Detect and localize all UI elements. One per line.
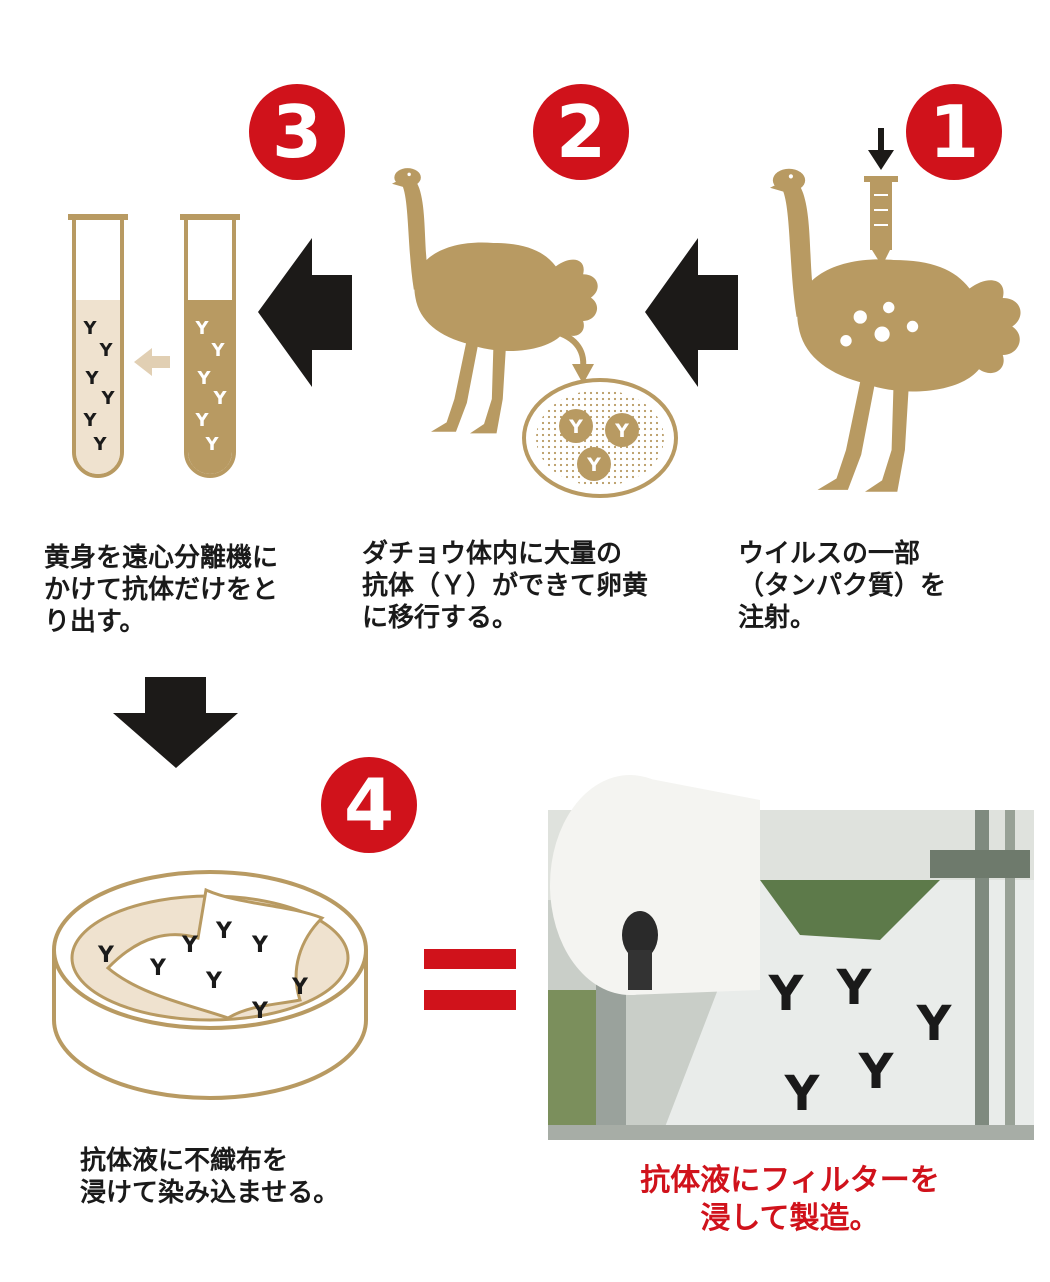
step-2-caption: ダチョウ体内に大量の 抗体（Ｙ）ができて卵黄 に移行する。 (362, 539, 649, 633)
filter-production-photo (548, 775, 1034, 1140)
antibody-y: Y (586, 454, 601, 476)
antibody-y: Y (614, 420, 629, 442)
antibody-symbols: Y Y Y Y Y Y Y Y (97, 919, 309, 1024)
antibody-y: Y (210, 340, 225, 361)
antibody-y: Y (836, 960, 873, 1016)
antibody-y: Y (181, 933, 199, 958)
antibody-y: Y (194, 318, 209, 339)
antibody-y: Y (98, 340, 113, 361)
step-1-caption: ウイルスの一部 （タンパク質）を 注射。 (738, 539, 947, 633)
antibody-y: Y (916, 996, 953, 1052)
antibody-y: Y (100, 388, 115, 409)
test-tube-icon (68, 214, 128, 478)
ostrich-injected-icon (770, 168, 1021, 492)
step-badge-4: 4 (321, 757, 417, 853)
curved-arrow-icon (547, 327, 587, 369)
antibody-y: Y (251, 999, 269, 1024)
antibody-symbols: Y Y Y Y Y Y (82, 318, 115, 455)
process-arrow-icon (645, 238, 738, 387)
antibody-y: Y (82, 410, 97, 431)
process-arrow-down-icon (113, 677, 238, 768)
antibody-symbols: Y Y Y Y Y (768, 960, 953, 1122)
step-badge-2: 2 (533, 84, 629, 180)
petri-dish-icon (52, 870, 368, 1100)
small-arrow-icon (134, 348, 170, 376)
antibody-y: Y (251, 933, 269, 958)
antibody-y: Y (84, 368, 99, 389)
result-caption: 抗体液にフィルターを 浸して製造。 (640, 1163, 940, 1236)
antibody-y: Y (194, 410, 209, 431)
antibody-y: Y (204, 434, 219, 455)
antibody-y: Y (568, 416, 583, 438)
antibody-y: Y (205, 969, 223, 994)
antibody-y: Y (291, 975, 309, 1000)
antibody-y: Y (149, 956, 167, 981)
test-tube-icon (180, 214, 240, 478)
step-3-caption: 黄身を遠心分離機に かけて抗体だけをと り出す。 (44, 543, 279, 637)
antibody-y: Y (858, 1044, 895, 1100)
step-badge-3: 3 (249, 84, 345, 180)
antibody-y: Y (768, 966, 805, 1022)
antibody-y: Y (92, 434, 107, 455)
antibody-y: Y (784, 1066, 821, 1122)
step-badge-1: 1 (906, 84, 1002, 180)
antibody-y: Y (212, 388, 227, 409)
antibody-y: Y (82, 318, 97, 339)
egg-yolk-icon (522, 378, 678, 498)
process-arrow-icon (258, 238, 352, 387)
syringe-icon (854, 128, 906, 292)
step-4-caption: 抗体液に不織布を 浸けて染み込ませる。 (80, 1146, 340, 1208)
antibody-y: Y (196, 368, 211, 389)
antibody-y: Y (215, 919, 233, 944)
antibody-symbols: Y Y Y Y Y Y Y Y Y (194, 318, 629, 476)
antibody-y: Y (97, 943, 115, 968)
equals-sign (424, 949, 516, 969)
